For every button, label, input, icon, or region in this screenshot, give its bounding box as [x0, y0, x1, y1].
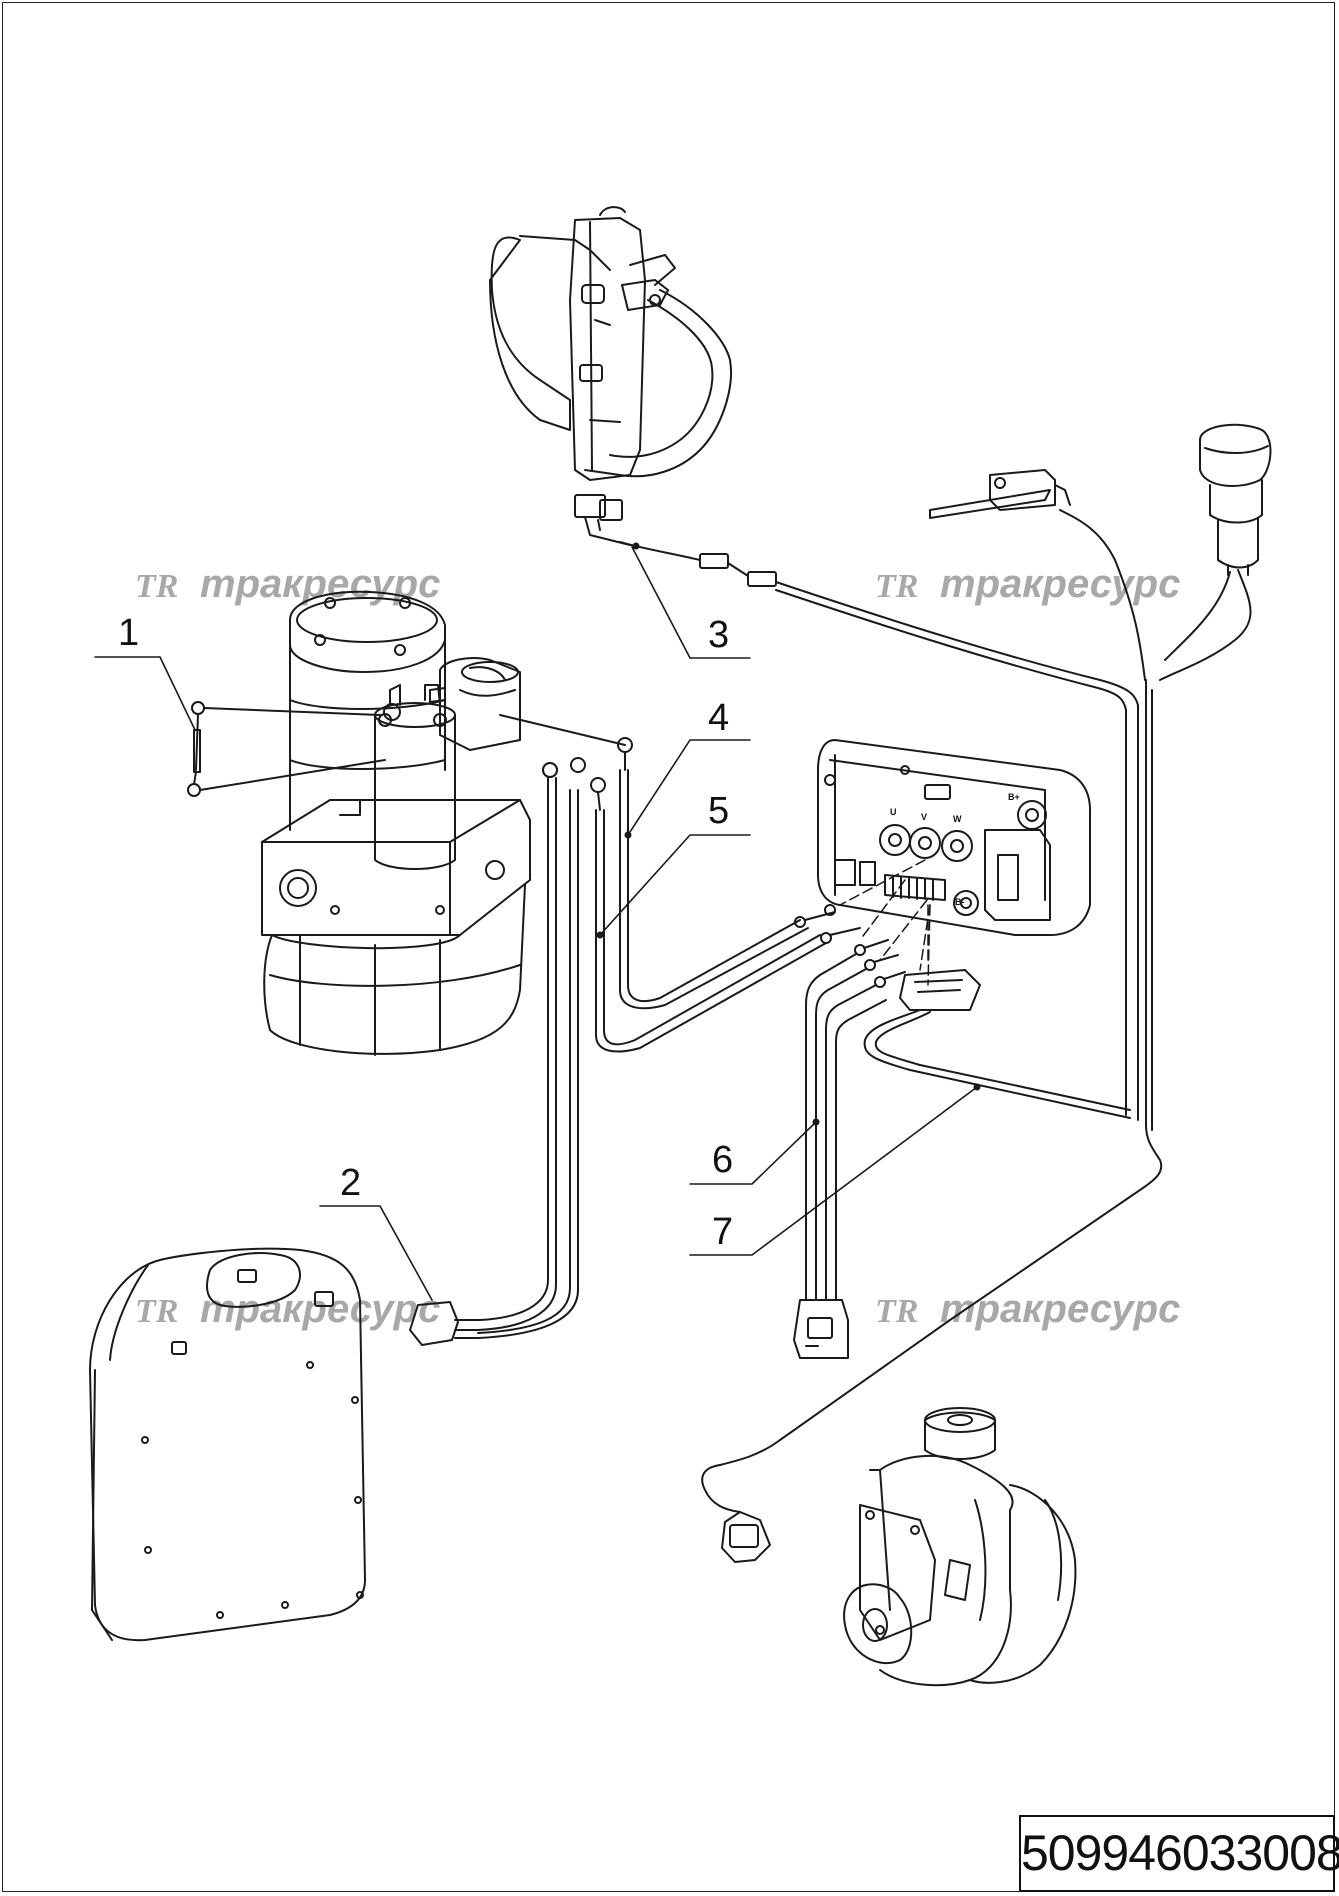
callout-6: 6 — [712, 1139, 733, 1181]
svg-text:B-: B- — [955, 897, 965, 907]
svg-text:B+: B+ — [1008, 792, 1020, 802]
callout-leaders — [94, 546, 978, 1301]
svg-text:W: W — [953, 814, 962, 824]
callout-numbers: 1 2 3 4 5 6 7 — [118, 612, 733, 1253]
callout-5: 5 — [708, 790, 729, 832]
tiller-handle — [489, 206, 732, 481]
callout-3: 3 — [708, 614, 729, 656]
drive-motor — [843, 1407, 1077, 1687]
assembly-dashed-lines — [839, 859, 931, 986]
controller-terminal-labels: U V W B+ B- — [890, 792, 1020, 907]
hydraulic-pump-unit — [261, 590, 531, 1056]
cable-5 — [542, 757, 827, 1053]
cable-1 — [187, 701, 386, 797]
battery-charger — [89, 1247, 366, 1642]
watermark-top-right: TR тракресурс — [875, 562, 1180, 606]
callout-1: 1 — [118, 612, 139, 654]
svg-text:U: U — [890, 807, 897, 817]
cable-4 — [499, 714, 809, 1010]
cable-2 — [409, 762, 579, 1346]
callout-4: 4 — [708, 697, 729, 739]
watermark-middle-left: TR тракресурс — [135, 1287, 440, 1331]
harness-right-trunk — [701, 679, 1163, 1513]
svg-text:TR: TR — [875, 568, 918, 605]
svg-text:тракресурс: тракресурс — [200, 1287, 440, 1331]
motor-controller — [817, 739, 1091, 936]
emergency-stop-button — [1159, 423, 1272, 681]
svg-text:V: V — [921, 812, 927, 822]
ring-terminals — [794, 911, 906, 988]
tiller-connector — [574, 494, 631, 546]
callout-7: 7 — [712, 1211, 733, 1253]
svg-text:TR: TR — [875, 1293, 918, 1330]
watermark-middle-right: TR тракресурс — [875, 1287, 1180, 1331]
harness-7 — [863, 969, 1131, 1119]
svg-text:TR: TR — [135, 568, 178, 605]
harness-3 — [619, 541, 1139, 1121]
callout-2: 2 — [340, 1162, 361, 1204]
svg-text:TR: TR — [135, 1293, 178, 1330]
microswitch — [929, 469, 1146, 681]
document-number-box: 509946033008 — [1019, 1815, 1339, 1892]
harness-6 — [793, 953, 887, 1359]
watermark-top-left: TR тракресурс — [135, 562, 440, 606]
encoder-connector — [721, 1511, 771, 1563]
svg-text:тракресурс: тракресурс — [940, 562, 1180, 606]
svg-text:тракресурс: тракресурс — [200, 562, 440, 606]
svg-text:тракресурс: тракресурс — [940, 1287, 1180, 1331]
